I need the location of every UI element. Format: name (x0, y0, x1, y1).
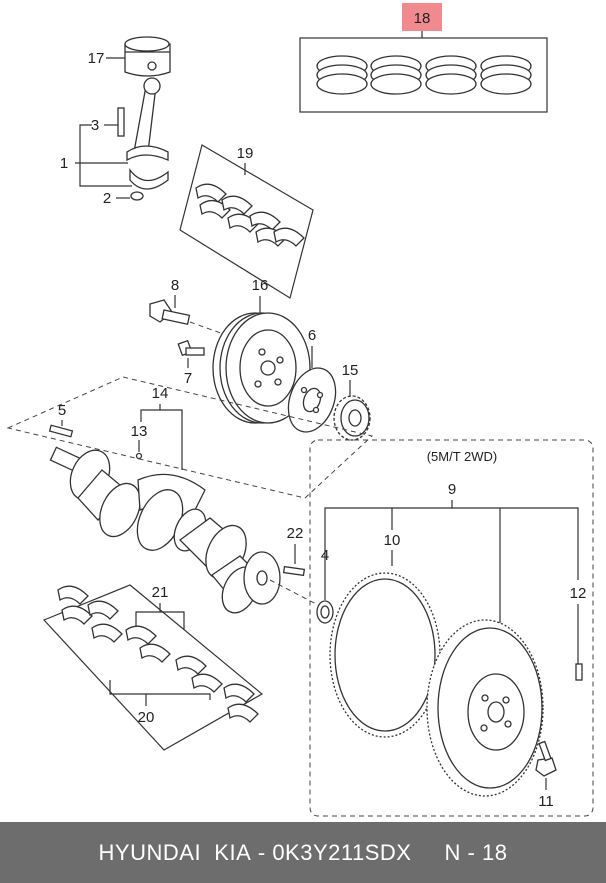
conrod-bearing-set: 19 (179, 144, 314, 299)
callout-3[interactable]: 3 (91, 117, 99, 134)
callout-19[interactable]: 19 (237, 145, 254, 162)
footer-bar: HYUNDAI KIA - 0K3Y211SDX N - 18 (0, 822, 606, 883)
callout-13[interactable]: 13 (131, 423, 148, 440)
crankshaft (49, 446, 281, 614)
crankshaft-pulley: 16 (212, 277, 311, 424)
callout-21[interactable]: 21 (152, 584, 169, 601)
callout-16[interactable]: 16 (252, 277, 269, 294)
callout-1[interactable]: 1 (60, 155, 68, 172)
footer-part-number: 0K3Y211SDX (272, 839, 412, 865)
woodruff-key (48, 424, 74, 438)
callout-10[interactable]: 10 (384, 532, 401, 549)
callout-2[interactable]: 2 (103, 190, 111, 207)
callout-17[interactable]: 17 (88, 50, 105, 67)
crank-plate: 6 (287, 327, 337, 433)
callout-20[interactable]: 20 (138, 709, 155, 726)
flywheel-dowel (575, 663, 583, 681)
callout-14[interactable]: 14 (152, 385, 169, 402)
callout-12[interactable]: 12 (570, 585, 587, 602)
pulley-key-bolt (177, 339, 205, 357)
callout-11[interactable]: 11 (538, 793, 554, 810)
piston-ring-set: 18 (299, 3, 548, 113)
main-bearing-set (57, 585, 259, 723)
callout-7[interactable]: 7 (184, 370, 192, 387)
pilot-bearing (316, 600, 334, 624)
callout-4[interactable]: 4 (321, 547, 329, 564)
ring-set-1 (316, 55, 368, 95)
highlight-box (402, 3, 442, 31)
callout-6[interactable]: 6 (308, 327, 316, 344)
pulley-bolt (149, 299, 191, 325)
footer-brand: HYUNDAI KIA (98, 839, 252, 865)
footer-page-ref: N - 18 (444, 839, 508, 865)
callout-8[interactable]: 8 (171, 277, 179, 294)
piston: 17 (88, 36, 171, 77)
callout-18[interactable]: 18 (414, 10, 431, 27)
flywheel (426, 619, 544, 797)
parts-diagram: 18 17 (6, 3, 594, 817)
ring-set-3 (425, 55, 477, 95)
footer-separator: - (251, 839, 273, 865)
callout-15[interactable]: 15 (342, 362, 359, 379)
variant-note: (5M/T 2WD) (427, 449, 498, 464)
manual-transmission-box (309, 439, 594, 817)
timing-sprocket: 15 (333, 362, 371, 441)
main-bearing-bracket (42, 584, 264, 751)
ring-gear (329, 572, 441, 738)
dowel-pin (282, 565, 306, 577)
callout-9[interactable]: 9 (448, 481, 456, 498)
callout-5[interactable]: 5 (58, 402, 66, 419)
flywheel-bolt (535, 740, 557, 777)
ring-set-2 (370, 55, 422, 95)
connecting-rod (117, 77, 169, 201)
ring-set-4 (480, 55, 532, 95)
crankshaft-outline (6, 376, 374, 499)
callout-22[interactable]: 22 (287, 525, 304, 542)
